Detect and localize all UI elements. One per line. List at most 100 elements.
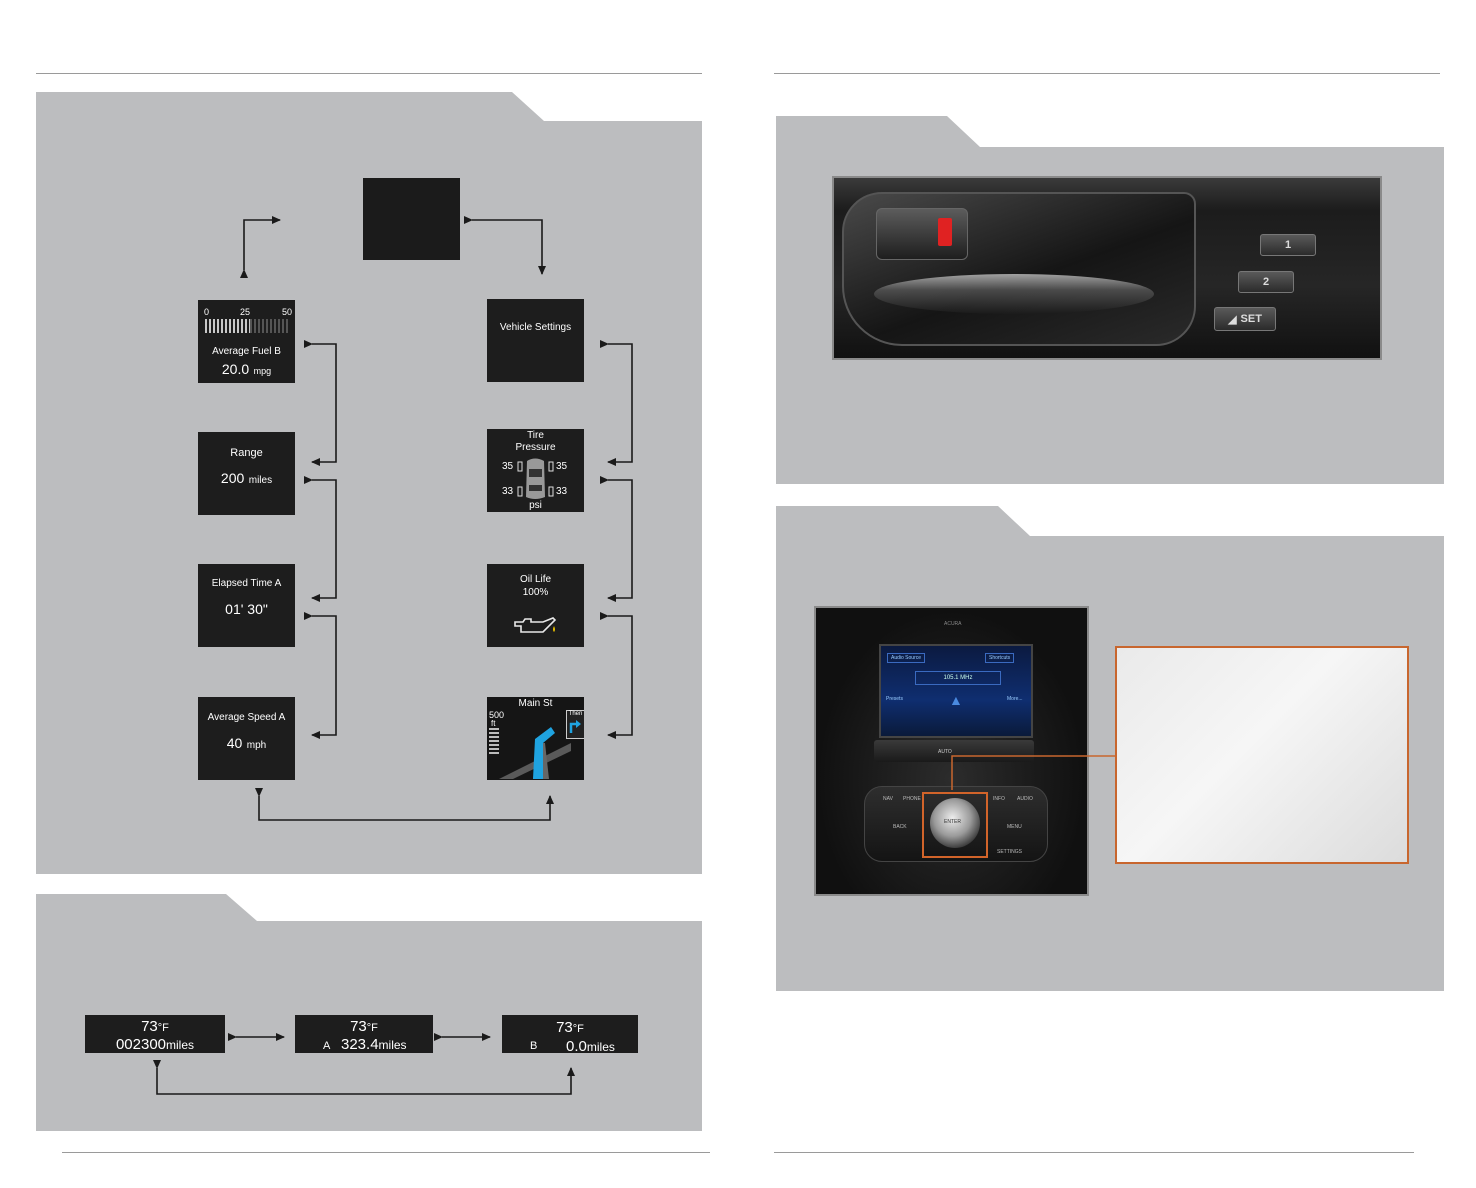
odo-2-temp: 73 <box>350 1018 367 1035</box>
fuel-scale-50: 50 <box>282 307 293 317</box>
nav-then-label: Then <box>568 711 583 717</box>
tire-rl: 33 <box>502 486 514 497</box>
speed-unit: mph <box>246 740 267 751</box>
screen-average-speed: Average Speed A 40 mph <box>198 697 295 780</box>
memory-button-2[interactable]: 2 <box>1238 271 1294 293</box>
settings-button[interactable]: SETTINGS <box>997 849 1023 855</box>
odo-3-temp-line: 73°F <box>502 1019 638 1037</box>
shortcuts-button[interactable]: Shortcuts <box>985 653 1015 663</box>
station-frequency: 105.1 MHz <box>943 675 973 681</box>
fuel-label: Average Fuel B <box>212 346 281 357</box>
nav-distance: 500 <box>489 710 505 720</box>
screen-oil-life: Oil Life 100% <box>487 564 584 647</box>
memory-set-label: SET <box>1240 313 1262 325</box>
menu-button[interactable]: MENU <box>1007 824 1022 830</box>
odo-2-miles-unit: miles <box>378 1038 407 1052</box>
odo-1-temp: 73 <box>141 1018 158 1035</box>
tire-unit: psi <box>529 500 542 511</box>
back-button[interactable]: BACK <box>893 824 907 830</box>
arrow-left-3 <box>304 612 337 739</box>
enter-button[interactable]: ENTER <box>944 819 961 825</box>
range-value: 200 <box>220 470 245 486</box>
arrow-odo-loop <box>153 1060 575 1095</box>
range-value-line: 200 miles <box>198 470 295 488</box>
odo-1-temp-unit: °F <box>157 1022 169 1034</box>
screen-elapsed-time: Elapsed Time A 01' 30" <box>198 564 295 647</box>
odo-3-miles-line: 0.0miles <box>566 1038 615 1056</box>
door-panel-photo: 1 2 ◢ SET <box>832 176 1382 360</box>
odo-display-trip-a: 73°F A 323.4miles <box>295 1015 433 1053</box>
oil-value: 100% <box>522 587 549 598</box>
nav-then-box: Then <box>566 710 584 739</box>
fuel-value: 20.0 <box>221 361 250 377</box>
tire-fr: 35 <box>556 461 568 472</box>
nav-street: Main St <box>518 698 553 709</box>
station-bar: 105.1 MHz <box>915 671 1001 685</box>
nav-road-graphic <box>499 727 571 779</box>
console-brand: ACURA <box>944 621 962 627</box>
memory-button-2-label: 2 <box>1262 276 1270 288</box>
odo-3-temp-unit: °F <box>572 1023 584 1035</box>
seat-icon: ◢ <box>1228 313 1237 326</box>
signal-icon: ▲ <box>949 692 963 708</box>
blank-display <box>363 178 460 260</box>
odo-display-trip-b: 73°F B 0.0miles <box>502 1015 638 1056</box>
odo-2-miles-line: 323.4miles <box>341 1036 407 1054</box>
elapsed-value: 01' 30" <box>225 601 268 617</box>
odo-2-temp-line: 73°F <box>295 1018 433 1036</box>
more-button[interactable]: More... <box>1007 696 1023 702</box>
interface-dial[interactable]: ENTER <box>930 798 980 848</box>
vehicle-settings-label: Vehicle Settings <box>499 322 572 333</box>
header-rule-right <box>774 73 1440 74</box>
range-unit: miles <box>248 475 273 486</box>
phone-button[interactable]: PHONE <box>903 796 921 802</box>
odo-3-miles: 0.0 <box>566 1038 587 1055</box>
footer-rule-right <box>774 1152 1414 1153</box>
screen-navigation: Main St 500 ft Then <box>487 697 584 780</box>
fuel-scale-25: 25 <box>240 307 251 317</box>
elapsed-label: Elapsed Time A <box>211 578 282 589</box>
oil-can-icon <box>514 617 557 633</box>
oil-label: Oil Life <box>519 574 552 585</box>
header-rule-left <box>36 73 702 74</box>
arrow-bottom-loop <box>255 788 554 821</box>
info-button[interactable]: INFO <box>993 796 1005 802</box>
odo-2-miles: 323.4 <box>341 1036 379 1053</box>
lock-indicator-red <box>938 218 952 246</box>
footer-rule-left <box>62 1152 710 1153</box>
odo-1-miles-unit: miles <box>166 1038 195 1052</box>
nav-distance-unit: ft <box>491 719 496 728</box>
console-screen: Audio Source Shortcuts 105.1 MHz Presets… <box>879 644 1033 738</box>
speed-label: Average Speed A <box>207 712 286 723</box>
screen-tire-pressure: Tire Pressure 35 35 33 33 psi <box>487 429 584 512</box>
audio-button[interactable]: AUDIO <box>1017 796 1033 802</box>
speed-value: 40 <box>226 735 243 751</box>
range-label: Range <box>230 447 263 459</box>
arrow-left-2 <box>304 476 337 602</box>
dial-highlight <box>922 792 988 858</box>
arrow-right-2 <box>600 476 633 602</box>
audio-source-button[interactable]: Audio Source <box>887 653 926 663</box>
car-top-icon <box>517 458 554 499</box>
memory-button-1[interactable]: 1 <box>1260 234 1316 256</box>
odo-1-miles-line: 002300miles <box>85 1036 225 1054</box>
fuel-value-line: 20.0 mpg <box>198 361 295 379</box>
dial-callout-box <box>1115 646 1409 864</box>
screen-range: Range 200 miles <box>198 432 295 515</box>
odo-3-prefix: B <box>530 1040 538 1052</box>
auto-climate-button[interactable]: AUTO <box>938 749 952 755</box>
door-handle-lever <box>876 208 968 260</box>
presets-button[interactable]: Presets <box>886 696 903 702</box>
memory-set-button[interactable]: ◢ SET <box>1214 307 1276 331</box>
tire-title-1: Tire <box>527 430 544 441</box>
arrow-right-1 <box>600 340 633 466</box>
fuel-bar-empty <box>250 319 289 333</box>
tire-title-2: Pressure <box>515 442 556 453</box>
odo-1-miles: 002300 <box>115 1036 167 1053</box>
tire-rr: 33 <box>556 486 568 497</box>
odo-3-temp: 73 <box>556 1019 573 1036</box>
nav-button[interactable]: NAV <box>883 796 893 802</box>
memory-button-1-label: 1 <box>1284 239 1292 251</box>
